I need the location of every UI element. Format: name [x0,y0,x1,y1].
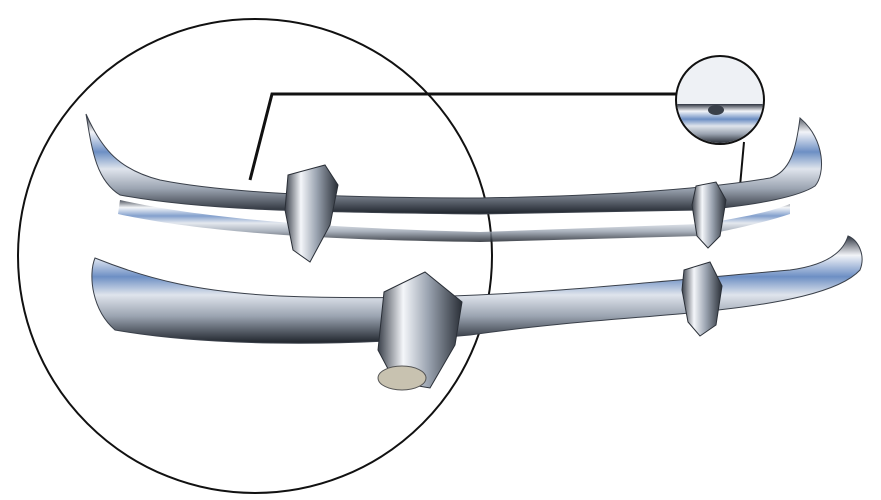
detail-callout-circle [675,55,765,145]
guard-rubber-tip [377,365,427,391]
callout-pointer [739,141,745,187]
bumper-guard [681,261,723,337]
upper-bumper [85,113,823,242]
bumper-guard [284,164,339,263]
magnifier-circle [17,18,493,494]
bumper-guard [691,181,727,249]
callout-line [248,92,676,181]
bumper-guard [377,271,463,389]
lower-bumper [91,235,863,344]
